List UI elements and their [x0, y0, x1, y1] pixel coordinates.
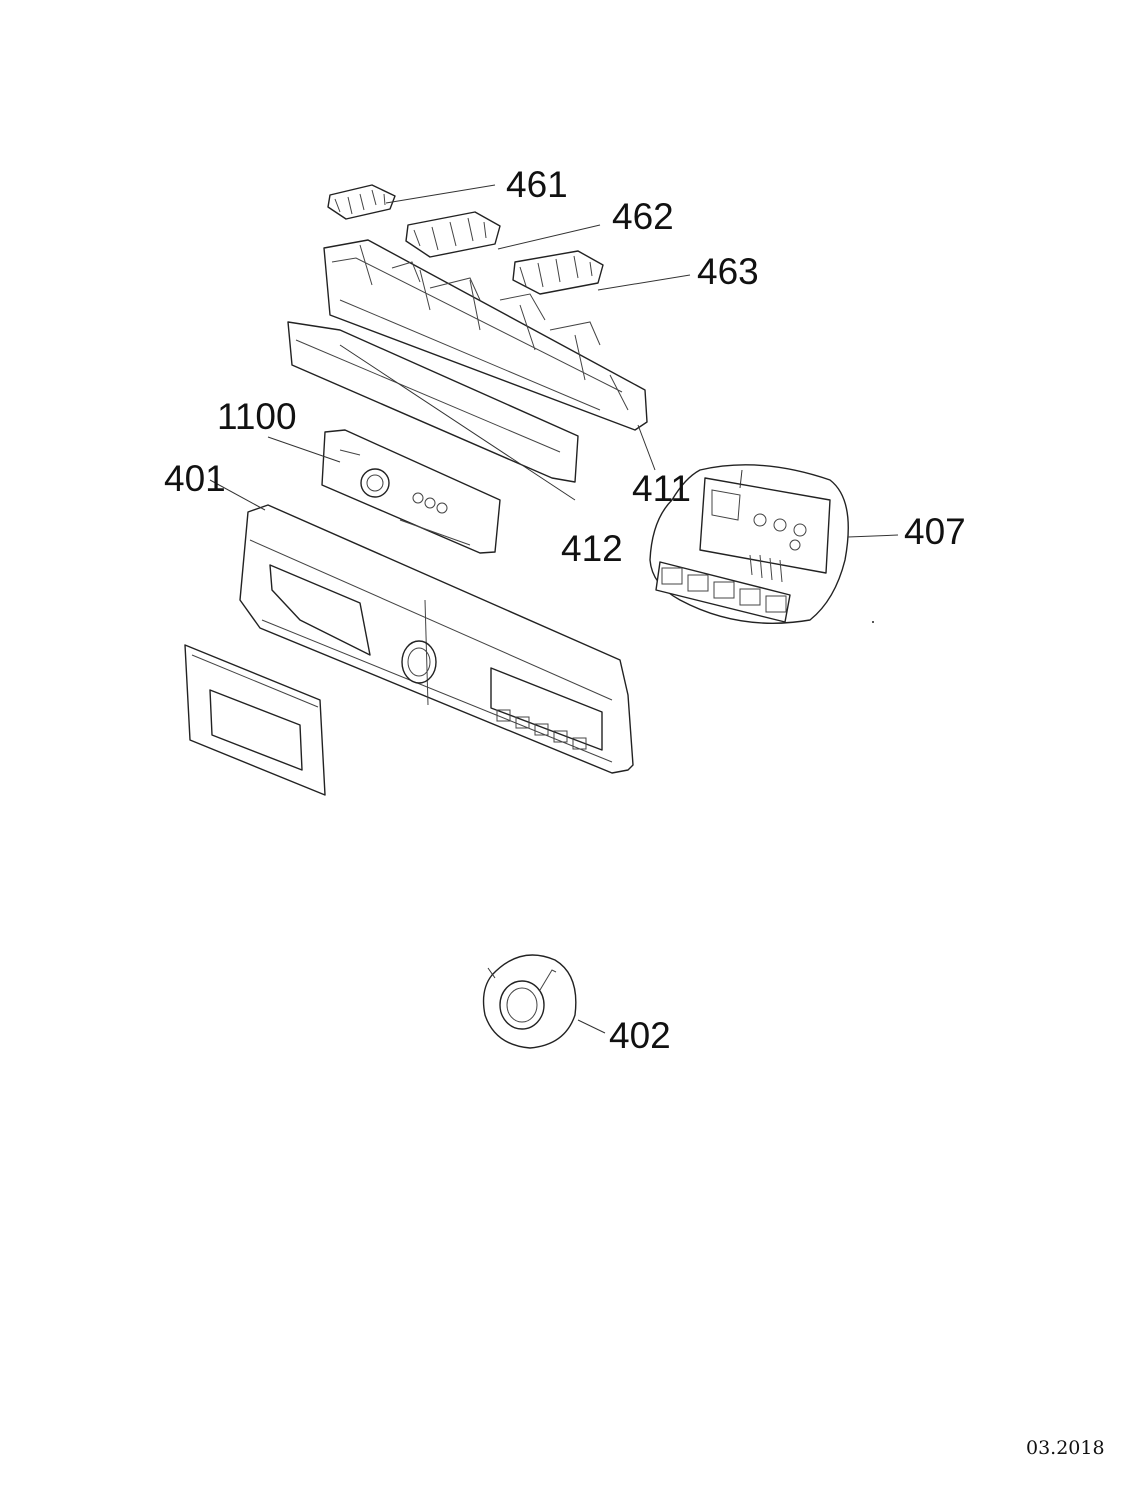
- part-401-drawing: [239, 504, 634, 774]
- callout-462: 462: [612, 196, 674, 237]
- drawer-handle-drawing: [184, 644, 326, 796]
- stray-dot: [872, 621, 874, 623]
- part-407-drawing: [649, 464, 849, 624]
- leader-lines: [209, 184, 899, 1034]
- callout-412: 412: [561, 528, 623, 569]
- callout-401: 401: [164, 458, 226, 499]
- part-461-drawing: [327, 184, 396, 220]
- callout-411: 411: [632, 468, 691, 509]
- part-412-drawing: [287, 321, 579, 483]
- part-411-drawing: [323, 239, 648, 431]
- callout-labels: 461 462 463 1100 401 411 412 407 402: [164, 164, 966, 1056]
- callout-402: 402: [609, 1015, 671, 1056]
- part-462-drawing: [405, 211, 501, 258]
- part-463-drawing: [512, 250, 604, 295]
- callout-463: 463: [697, 251, 759, 292]
- callout-407: 407: [904, 511, 966, 552]
- part-1100-drawing: [321, 429, 501, 554]
- callout-1100: 1100: [217, 396, 297, 437]
- footer-date: 03.2018: [1026, 1437, 1105, 1459]
- part-402-drawing: [482, 954, 577, 1049]
- callout-461: 461: [506, 164, 568, 205]
